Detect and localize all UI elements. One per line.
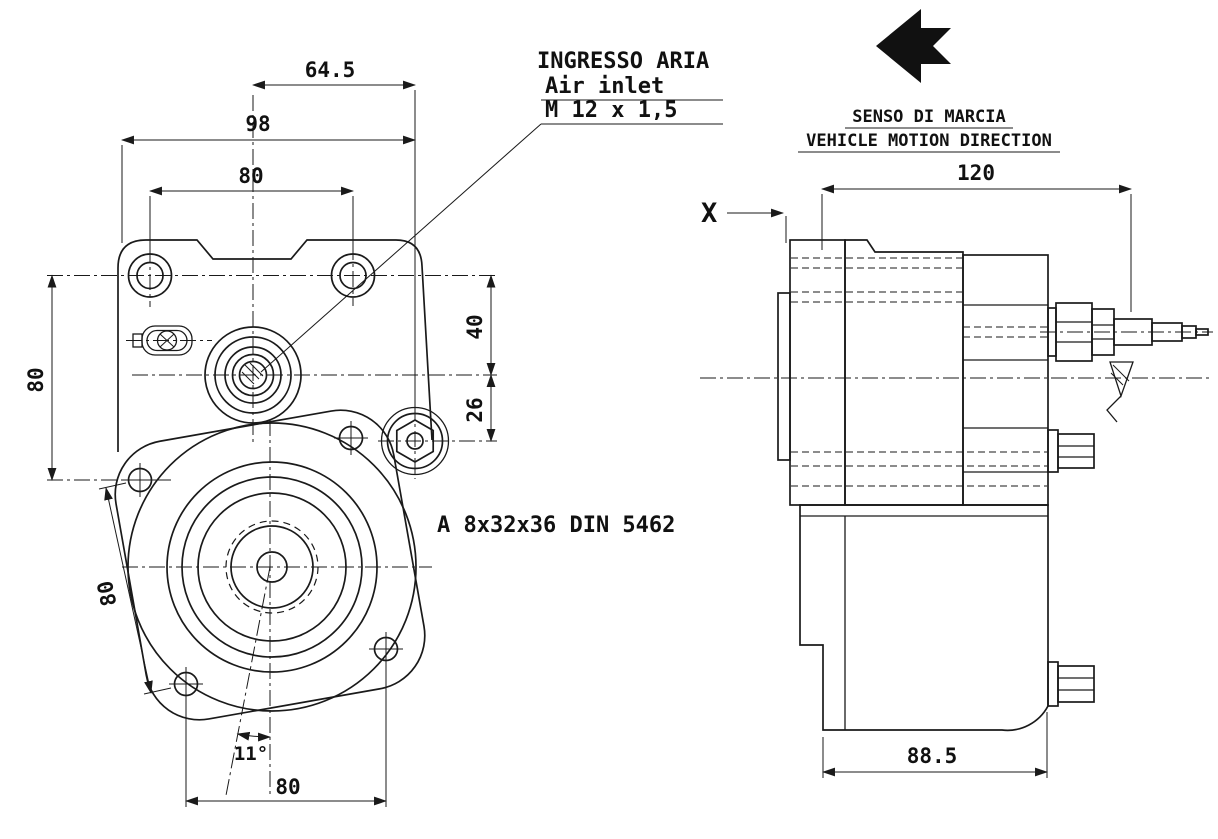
x-marker-label: X	[701, 198, 717, 229]
air-inlet-leader-line	[260, 123, 542, 373]
air-inlet-label: INGRESSO ARIA Air inlet M 12 x 1,5	[260, 49, 723, 373]
dim-label-120: 120	[957, 161, 995, 185]
air-inlet-line3: M 12 x 1,5	[545, 98, 677, 123]
hex-bolt-upper	[1047, 429, 1095, 473]
dim-top-offset: 64.5	[251, 58, 417, 404]
side-view: SENSO DI MARCIA VEHICLE MOTION DIRECTION…	[700, 9, 1213, 778]
front-view: 64.5 98 80 40 26 80	[24, 49, 723, 807]
motion-direction-label: SENSO DI MARCIA VEHICLE MOTION DIRECTION	[798, 107, 1060, 153]
dim-label-80-diag: 80	[93, 579, 122, 609]
dim-label-88-5: 88.5	[907, 744, 958, 768]
dim-vertical-26: 26	[463, 373, 496, 443]
air-inlet-fitting	[1047, 302, 1209, 423]
dim-hole-spacing: 80	[148, 164, 355, 251]
dim-bottom-80: 80	[184, 662, 388, 807]
lower-housing-side	[799, 504, 1049, 732]
air-inlet-line2: Air inlet	[545, 74, 664, 99]
dim-label-64-5: 64.5	[305, 58, 356, 82]
dim-vertical-40: 40	[463, 274, 496, 377]
side-centerlines	[700, 331, 1213, 379]
dim-label-80-bottom: 80	[275, 775, 300, 799]
motion-line1: SENSO DI MARCIA	[852, 107, 1006, 127]
dim-label-98: 98	[245, 112, 270, 136]
direction-arrow-icon	[876, 9, 951, 83]
dim-label-80-left: 80	[24, 367, 48, 392]
clamp-bracket	[1109, 361, 1134, 399]
bearing-block-side	[962, 254, 1049, 506]
dim-label-40: 40	[463, 314, 487, 339]
dim-label-26: 26	[463, 397, 487, 422]
x-face-strip	[777, 292, 791, 461]
upper-housing-side	[844, 239, 964, 506]
dim-label-11deg: 11°	[234, 743, 268, 765]
air-inlet-line1: INGRESSO ARIA	[537, 49, 709, 74]
dim-depth-88-5: 88.5	[821, 712, 1049, 778]
dim-label-80-top: 80	[238, 164, 263, 188]
motion-line2: VEHICLE MOTION DIRECTION	[806, 131, 1052, 151]
hex-bolt-lower	[1047, 661, 1095, 707]
side-body	[777, 239, 1049, 732]
spline-spec-label: A 8x32x36 DIN 5462	[437, 513, 675, 538]
dim-flange-width: 98	[120, 112, 417, 243]
dim-angle-11: 11°	[234, 731, 272, 765]
dim-depth-120: 120	[820, 161, 1133, 312]
view-x-marker: X	[701, 198, 787, 243]
dim-left-80: 80	[24, 274, 57, 482]
mounting-plate-side	[789, 239, 846, 506]
front-centerlines	[47, 95, 497, 799]
hidden-edges	[791, 257, 1048, 487]
dim-diagonal-80: 80	[93, 482, 172, 695]
